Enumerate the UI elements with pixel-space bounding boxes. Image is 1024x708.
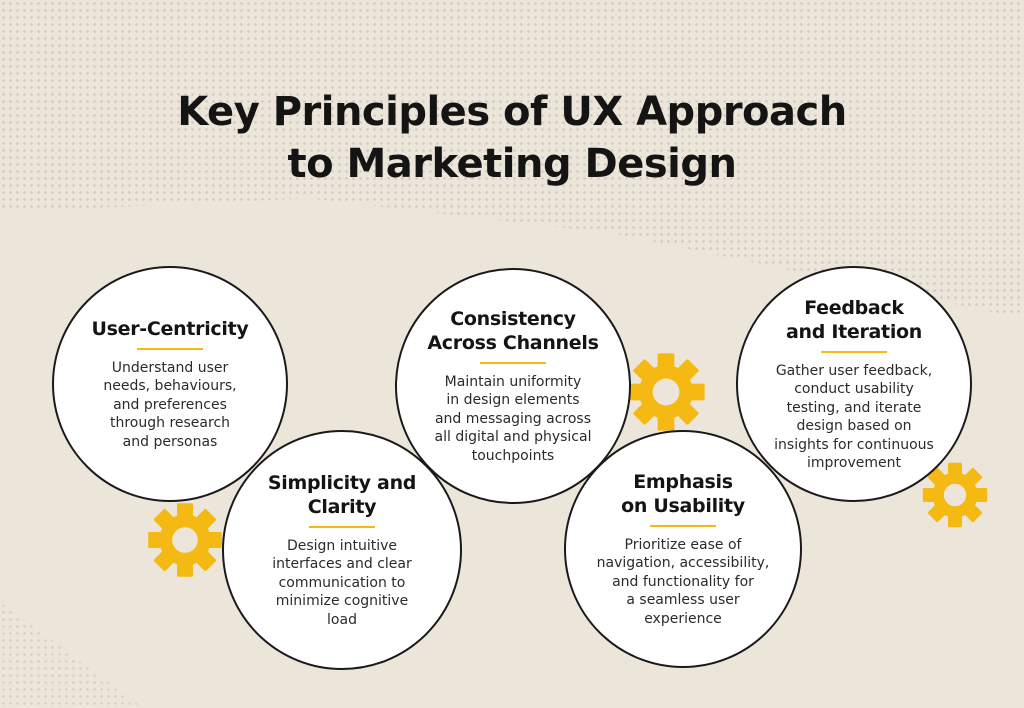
description-line: communication to [278, 574, 406, 591]
description-line: Gather user feedback, [775, 362, 933, 379]
description-line: improvement [807, 455, 901, 471]
description-line: Design intuitive [286, 537, 398, 554]
principle-description: Prioritize ease of navigation, accessibi… [597, 536, 770, 629]
description-line: Understand user [111, 359, 229, 376]
principle-description: Gather user feedback, conduct usability … [774, 362, 934, 473]
description-line: experience [644, 610, 722, 627]
description-line: and personas [122, 433, 218, 450]
gear-icon [922, 462, 988, 528]
description-line: design based on [796, 418, 912, 434]
description-line: all digital and physical [434, 429, 592, 446]
description-line: Prioritize ease of [624, 536, 742, 553]
title-line-2: to Marketing Design [287, 141, 737, 187]
principle-description: Understand user needs, behaviours, and p… [103, 359, 236, 452]
description-line: and messaging across [434, 410, 592, 427]
gear-icon [148, 503, 222, 577]
heading-line: on Usability [621, 494, 745, 517]
principle-circle-simplicity-clarity: Simplicity and Clarity Design intuitive … [222, 430, 462, 670]
description-line: testing, and iterate [786, 399, 922, 416]
page-title: Key Principles of UX Approach to Marketi… [0, 86, 1024, 190]
description-line: a seamless user [626, 592, 740, 609]
description-line: navigation, accessibility, [596, 555, 770, 572]
heading-line: Simplicity and [267, 471, 417, 494]
principle-heading: Consistency Across Channels [427, 307, 598, 355]
gear-icon [627, 353, 705, 431]
principle-circle-usability: Emphasis on Usability Prioritize ease of… [564, 430, 802, 668]
description-line: and functionality for [612, 573, 754, 590]
heading-line: Across Channels [427, 331, 599, 354]
heading-underline [137, 347, 203, 350]
principle-description: Design intuitive interfaces and clear co… [272, 537, 412, 630]
description-line: Maintain uniformity [444, 373, 582, 390]
heading-line: Feedback [804, 296, 904, 319]
heading-underline [821, 350, 887, 353]
description-line: through research [109, 415, 231, 432]
description-line: load [327, 611, 357, 628]
principle-heading: User-Centricity [92, 317, 249, 341]
principle-description: Maintain uniformity in design elements a… [435, 373, 592, 466]
principle-circle-user-centricity: User-Centricity Understand user needs, b… [52, 266, 288, 502]
heading-line: and Iteration [785, 320, 923, 343]
description-line: interfaces and clear [272, 556, 412, 573]
heading-underline [309, 525, 375, 528]
description-line: conduct usability [794, 381, 914, 397]
title-line-1: Key Principles of UX Approach [177, 89, 847, 135]
principle-heading: Feedback and Iteration [786, 296, 922, 344]
principle-heading: Emphasis on Usability [621, 470, 745, 518]
principle-heading: Simplicity and Clarity [267, 471, 417, 519]
heading-underline [480, 361, 546, 364]
heading-line: Clarity [307, 495, 377, 518]
principle-circle-consistency: Consistency Across Channels Maintain uni… [395, 268, 631, 504]
description-line: insights for continuous [774, 436, 934, 453]
heading-line: Emphasis [633, 470, 733, 493]
principle-circle-feedback-iteration: Feedback and Iteration Gather user feedb… [736, 266, 972, 502]
description-line: minimize cognitive [275, 593, 409, 610]
description-line: in design elements [446, 392, 580, 409]
heading-line: User-Centricity [91, 317, 249, 340]
heading-underline [650, 524, 716, 527]
description-line: needs, behaviours, [103, 378, 237, 395]
description-line: and preferences [113, 396, 227, 413]
description-line: touchpoints [471, 447, 555, 464]
heading-line: Consistency [450, 307, 576, 330]
